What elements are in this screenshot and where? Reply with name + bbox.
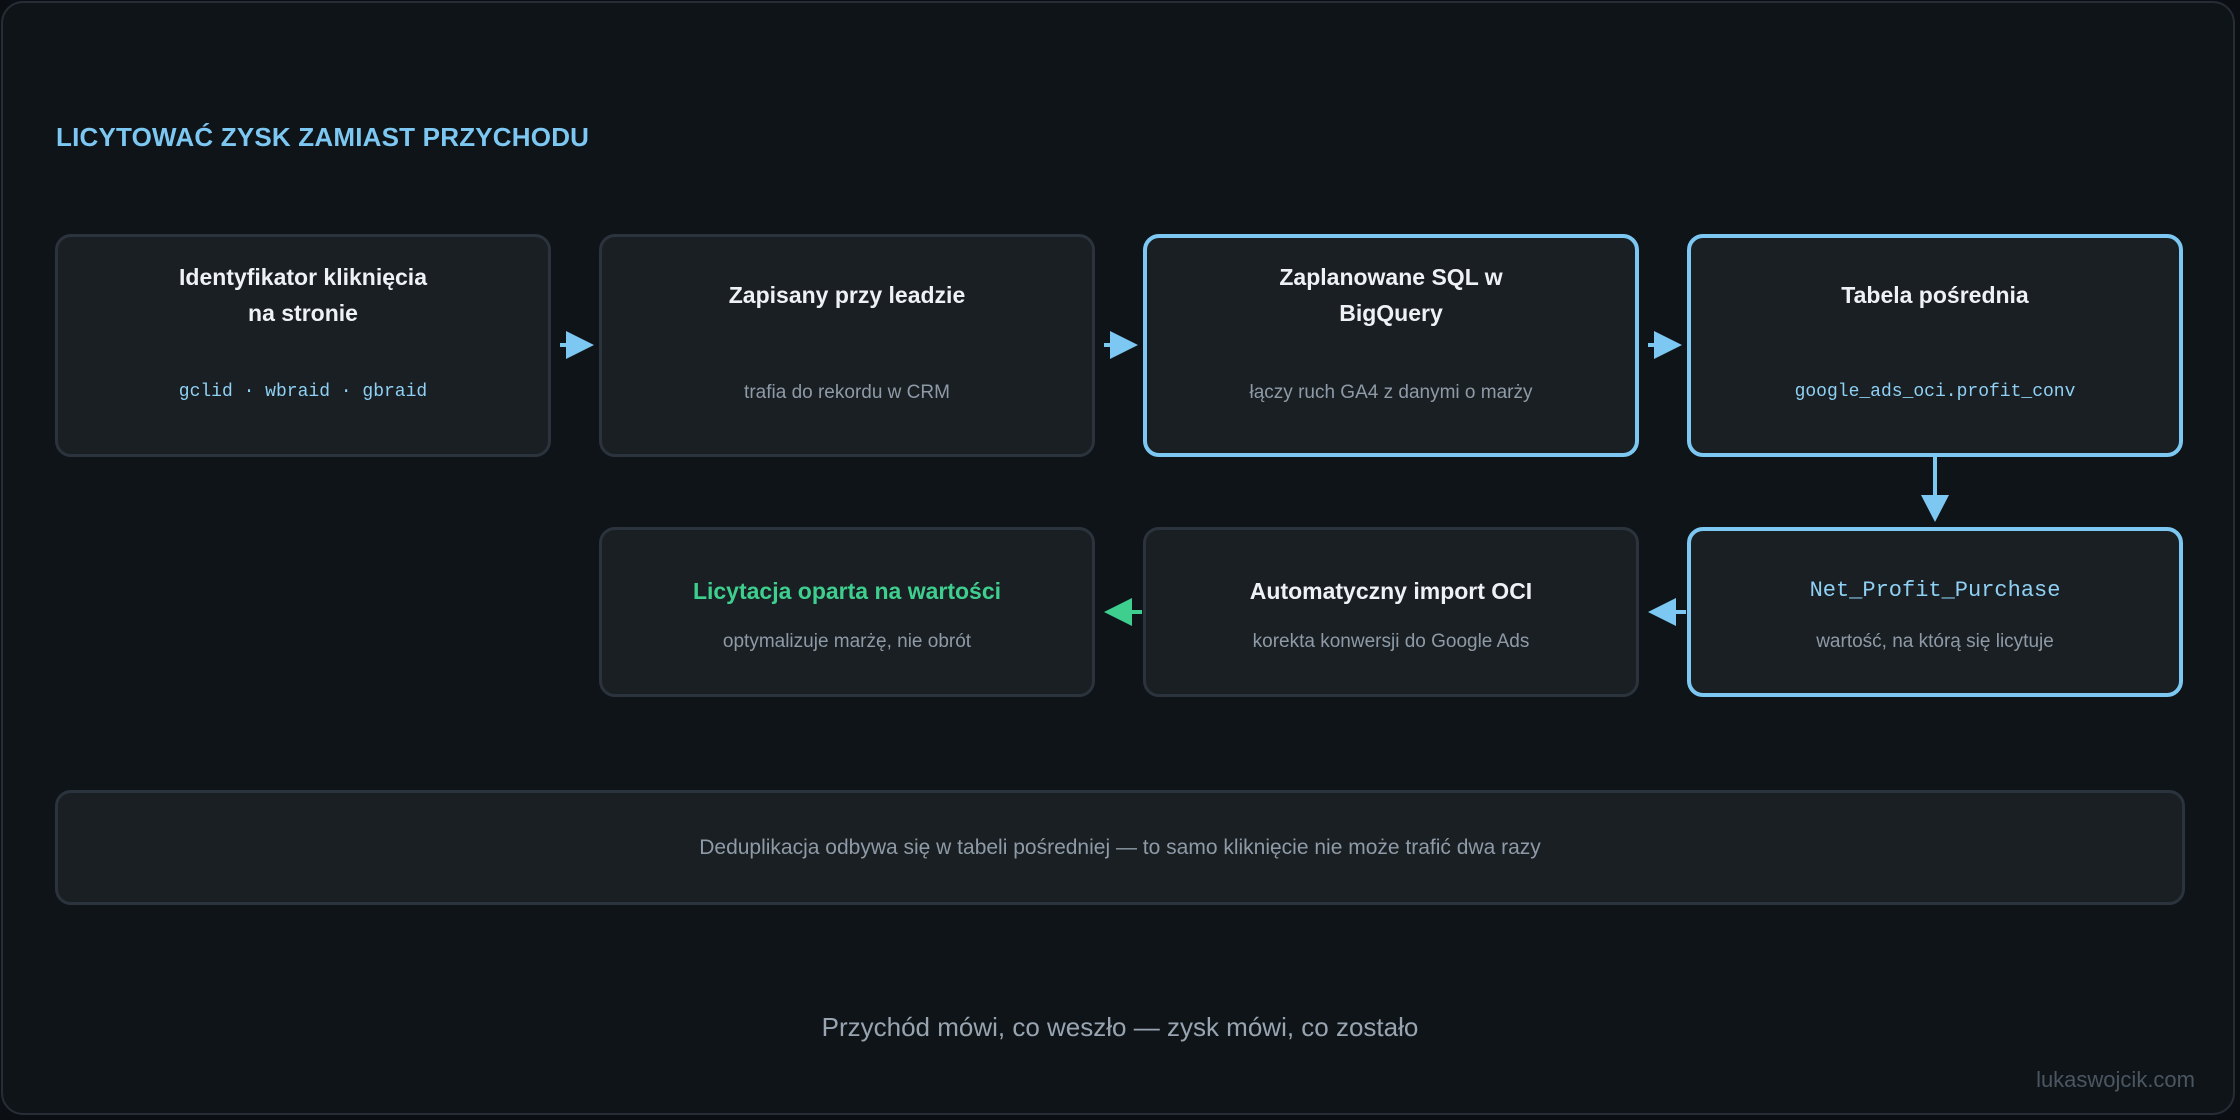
step-lead-saved-sub: trafia do rekordu w CRM: [744, 382, 950, 403]
step-click-id-title-line1: Identyfikator kliknięcia: [179, 264, 427, 290]
step-scheduled-sql-title-line2: BigQuery: [1339, 300, 1443, 326]
arrow-right-1: [560, 331, 594, 359]
step-scheduled-sql-title-line1: Zaplanowane SQL w: [1279, 264, 1503, 290]
arrow-left-1: [1648, 598, 1686, 626]
credit-link: lukaswojcik.com: [2036, 1067, 2195, 1092]
arrow-right-3: [1648, 331, 1682, 359]
step-scheduled-sql-sub: łączy ruch GA4 z danymi o marży: [1249, 382, 1533, 403]
step-staging-table-sub: google_ads_oci.profit_conv: [1794, 382, 2076, 402]
step-net-profit: Net_Profit_Purchase wartość, na którą si…: [1687, 527, 2183, 697]
arrow-left-2: [1104, 598, 1142, 626]
step-value-bidding-title: Licytacja oparta na wartości: [692, 578, 1002, 604]
tagline: Przychód mówi, co weszło — zysk mówi, co…: [821, 1012, 1419, 1042]
step-value-bidding-sub: optymalizuje marżę, nie obrót: [722, 631, 972, 652]
step-value-bidding: Licytacja oparta na wartości optymalizuj…: [599, 527, 1095, 697]
step-click-id-title: Identyfikator kliknięcia na stronie: [58, 259, 548, 331]
step-scheduled-sql: Zaplanowane SQL w BigQuery łączy ruch GA…: [1143, 234, 1639, 457]
step-oci-import-sub: korekta konwersji do Google Ads: [1252, 631, 1530, 652]
arrow-down: [1921, 457, 1949, 522]
step-staging-table: Tabela pośrednia google_ads_oci.profit_c…: [1687, 234, 2183, 457]
step-lead-saved: Zapisany przy leadzie trafia do rekordu …: [599, 234, 1095, 457]
arrow-right-2: [1104, 331, 1138, 359]
step-staging-table-title: Tabela pośrednia: [1841, 282, 2029, 308]
step-scheduled-sql-title: Zaplanowane SQL w BigQuery: [1147, 259, 1635, 331]
step-oci-import: Automatyczny import OCI korekta konwersj…: [1143, 527, 1639, 697]
step-oci-import-title: Automatyczny import OCI: [1249, 578, 1533, 604]
step-click-id: Identyfikator kliknięcia na stronie gcli…: [55, 234, 551, 457]
diagram-title: LICYTOWAĆ ZYSK ZAMIAST PRZYCHODU: [56, 122, 590, 152]
step-net-profit-title: Net_Profit_Purchase: [1809, 578, 2061, 603]
step-click-id-title-line2: na stronie: [248, 300, 358, 326]
dedup-note: Deduplikacja odbywa się w tabeli pośredn…: [55, 790, 2185, 905]
step-click-id-sub: gclid · wbraid · gbraid: [178, 382, 428, 402]
step-net-profit-sub: wartość, na którą się licytuje: [1816, 631, 2054, 652]
step-lead-saved-title: Zapisany przy leadzie: [728, 282, 966, 308]
